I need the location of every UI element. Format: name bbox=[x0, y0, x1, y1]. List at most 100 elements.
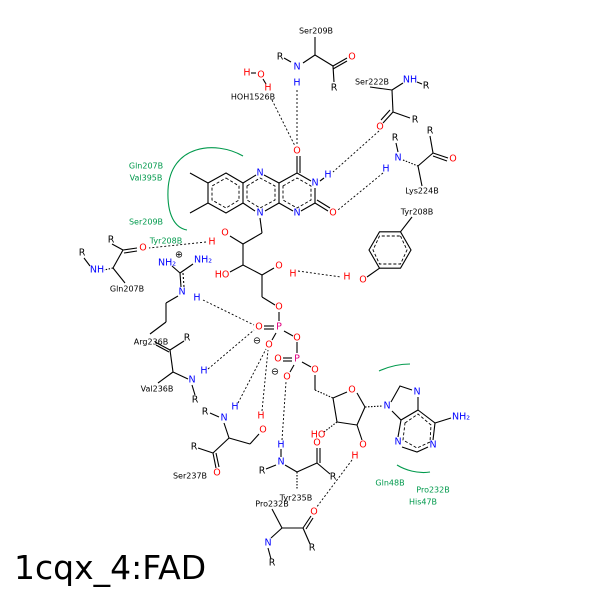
atom-o: O bbox=[213, 468, 220, 479]
atom-o: O bbox=[274, 354, 281, 365]
atom-n: N bbox=[188, 375, 195, 386]
atom-n: N bbox=[293, 62, 300, 73]
atom-o: O bbox=[293, 146, 300, 157]
atom-r: R bbox=[423, 81, 430, 92]
atom-o: O bbox=[449, 154, 456, 165]
atom-h: H bbox=[243, 68, 250, 79]
atom-nh2: NH₂ bbox=[158, 258, 176, 269]
atom-o: O bbox=[283, 372, 290, 383]
atom-n: N bbox=[311, 178, 318, 189]
hydrophobic-arc-flavin bbox=[167, 147, 244, 231]
atom-n: N bbox=[429, 440, 436, 451]
residue-label-tyr235: Tyr235B bbox=[279, 494, 312, 503]
diagram-title: 1cqx_4:FAD bbox=[14, 548, 207, 587]
hydrophobic-arcs bbox=[167, 147, 431, 474]
atom-r: R bbox=[202, 407, 209, 418]
atom-r: R bbox=[309, 543, 316, 554]
positive-charge: ⊕ bbox=[175, 250, 183, 261]
atom-n: N bbox=[394, 153, 401, 164]
atom-o: O bbox=[259, 425, 266, 436]
residue-label-val236: Val236B bbox=[141, 385, 174, 394]
residue-label-ser209: Ser209B bbox=[299, 27, 333, 36]
atom-p: P bbox=[276, 322, 282, 333]
atom-o: O bbox=[310, 507, 317, 518]
atom-r: R bbox=[269, 558, 276, 569]
atom-n: N bbox=[277, 457, 284, 468]
atom-h: H bbox=[257, 411, 264, 422]
atom-o: O bbox=[265, 340, 272, 351]
atom-o: O bbox=[313, 438, 320, 449]
residue-label-arg236: Arg236B bbox=[134, 338, 168, 347]
atom-r: R bbox=[392, 133, 399, 144]
hydrophobic-labels: Gln207B Val395B Ser209B Tyr208B Gln48B P… bbox=[129, 162, 450, 507]
residue-label-gln207: Gln207B bbox=[110, 285, 144, 294]
atom-n: N bbox=[178, 287, 185, 298]
atom-h: H bbox=[293, 78, 300, 89]
hydrophobic-label-pro232: Pro232B bbox=[416, 486, 449, 495]
hydrophobic-label-ser209: Ser209B bbox=[129, 218, 163, 227]
atom-nh2: NH₂ bbox=[194, 255, 212, 266]
atom-o: O bbox=[293, 333, 300, 344]
atom-n: N bbox=[293, 208, 300, 219]
atom-o: O bbox=[257, 70, 264, 81]
atom-nh2: NH₂ bbox=[452, 412, 470, 423]
negative-charge: ⊖ bbox=[253, 336, 261, 347]
atom-nh: NH bbox=[403, 75, 417, 86]
hydrophobic-arc-adenine-bottom bbox=[396, 464, 431, 474]
atom-n: N bbox=[220, 413, 227, 424]
atom-r: R bbox=[184, 333, 191, 344]
atom-nh: NH bbox=[90, 265, 104, 276]
hydrophobic-arc-adenine-top bbox=[378, 363, 411, 372]
atom-h: H bbox=[382, 164, 389, 175]
atom-r: R bbox=[192, 395, 199, 406]
atom-o: O bbox=[348, 52, 355, 63]
atom-ho: HO bbox=[215, 270, 230, 281]
atom-p: P bbox=[294, 354, 300, 365]
atom-o: O bbox=[139, 243, 146, 254]
atom-h: H bbox=[231, 402, 238, 413]
atom-h: H bbox=[351, 451, 358, 462]
hydrophobic-label-his47: His47B bbox=[409, 498, 437, 507]
atom-o: O bbox=[275, 261, 282, 272]
atom-o: O bbox=[221, 228, 228, 239]
atom-r: R bbox=[259, 466, 266, 477]
atom-o: O bbox=[359, 440, 366, 451]
atom-h: H bbox=[289, 269, 296, 280]
atom-o: O bbox=[311, 365, 318, 376]
hydrophobic-label-val395: Val395B bbox=[130, 174, 163, 183]
atom-n: N bbox=[394, 437, 401, 448]
atom-o: O bbox=[329, 208, 336, 219]
hydrophobic-label-gln207: Gln207B bbox=[129, 162, 163, 171]
atom-r: R bbox=[79, 248, 86, 259]
atom-h: H bbox=[343, 272, 350, 283]
residue-label-ser222: Ser222B bbox=[355, 78, 389, 87]
hydrophobic-label-tyr208: Tyr208B bbox=[149, 237, 182, 246]
negative-charge: ⊖ bbox=[271, 367, 279, 378]
atom-labels: R N H O R H O H NH R O R R N H O R N N N… bbox=[79, 52, 471, 569]
residue-labels: Ser209B HOH1526B Ser222B Lys224B Tyr208B… bbox=[110, 27, 439, 509]
residue-label-ser237: Ser237B bbox=[173, 472, 207, 481]
atom-h: H bbox=[193, 293, 200, 304]
hydrogen-bonds bbox=[148, 90, 384, 509]
atom-r: R bbox=[191, 442, 198, 453]
atom-r: R bbox=[412, 115, 419, 126]
atom-n: N bbox=[256, 168, 263, 179]
atom-r: R bbox=[331, 83, 338, 94]
atom-o: O bbox=[376, 122, 383, 133]
bonds bbox=[83, 37, 452, 560]
atom-r: R bbox=[277, 52, 284, 63]
atom-n: N bbox=[383, 401, 390, 412]
residue-label-pro232: Pro232B bbox=[255, 500, 288, 509]
atom-h: H bbox=[324, 170, 331, 181]
atom-o: O bbox=[359, 275, 366, 286]
residue-label-tyr208: Tyr208B bbox=[400, 208, 433, 217]
atom-o: O bbox=[275, 302, 282, 313]
atom-r: R bbox=[427, 126, 434, 137]
atom-h: H bbox=[208, 237, 215, 248]
atom-r: R bbox=[108, 235, 115, 246]
atom-r: R bbox=[330, 472, 337, 483]
atom-h: H bbox=[200, 366, 207, 377]
residue-label-lys224: Lys224B bbox=[405, 187, 438, 196]
hydrophobic-label-gln48: Gln48B bbox=[375, 479, 404, 488]
